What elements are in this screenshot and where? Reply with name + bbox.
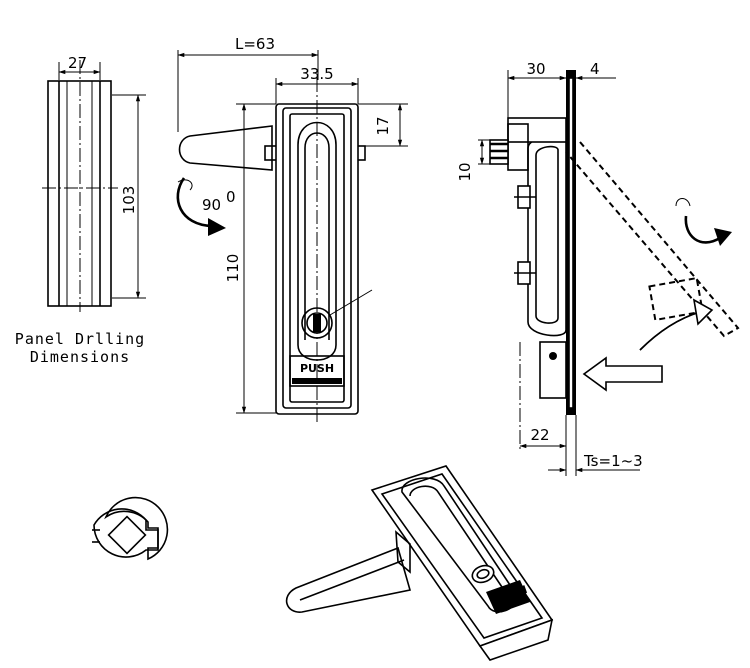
panel-width-dimension: 27 <box>68 54 87 72</box>
iso-push-plate <box>486 580 530 614</box>
side-push-arrow <box>582 356 663 392</box>
keyhole-outline <box>104 496 169 561</box>
side-thickness-dimension: Ts=1~3 <box>583 452 643 470</box>
front-view: PUSH L=63 33.5 17 110 90 0 <box>176 35 408 422</box>
side-key-dimension: 10 <box>456 162 474 181</box>
panel-title-line-1: Panel Drlling <box>15 330 145 348</box>
side-open-lever-dashed <box>565 141 740 338</box>
front-top-offset-dimension: 17 <box>374 116 392 135</box>
panel-height-dimension: 103 <box>120 186 138 215</box>
isometric-view: PUSH <box>285 465 554 661</box>
front-lever <box>178 125 273 171</box>
keyhole-detail <box>92 496 169 561</box>
keyhole-square <box>107 515 147 555</box>
side-rotation-arrow <box>684 215 721 244</box>
side-top-block <box>507 117 567 143</box>
rotation-angle-label: 90 <box>202 196 221 214</box>
front-lever-length-dimension: L=63 <box>235 35 275 53</box>
side-body-housing <box>527 134 567 337</box>
iso-key-cylinder <box>471 564 495 584</box>
side-flange-dimension: 4 <box>590 60 600 78</box>
rotation-degree-mark: 0 <box>226 188 236 206</box>
rotation-arrow <box>176 177 213 228</box>
panel-drilling-view: 27 103 Panel Drlling Dimensions <box>15 54 146 366</box>
front-height-dimension: 110 <box>224 254 242 283</box>
front-body-width-dimension: 33.5 <box>300 65 333 83</box>
side-bottom-dimension: 22 <box>530 426 549 444</box>
iso-lever <box>285 546 412 613</box>
side-depth-dimension: 30 <box>526 60 545 78</box>
panel-title-line-2: Dimensions <box>30 348 130 366</box>
side-lower-bracket <box>539 341 567 399</box>
side-view: 30 4 10 22 Ts=1~3 <box>456 60 740 476</box>
